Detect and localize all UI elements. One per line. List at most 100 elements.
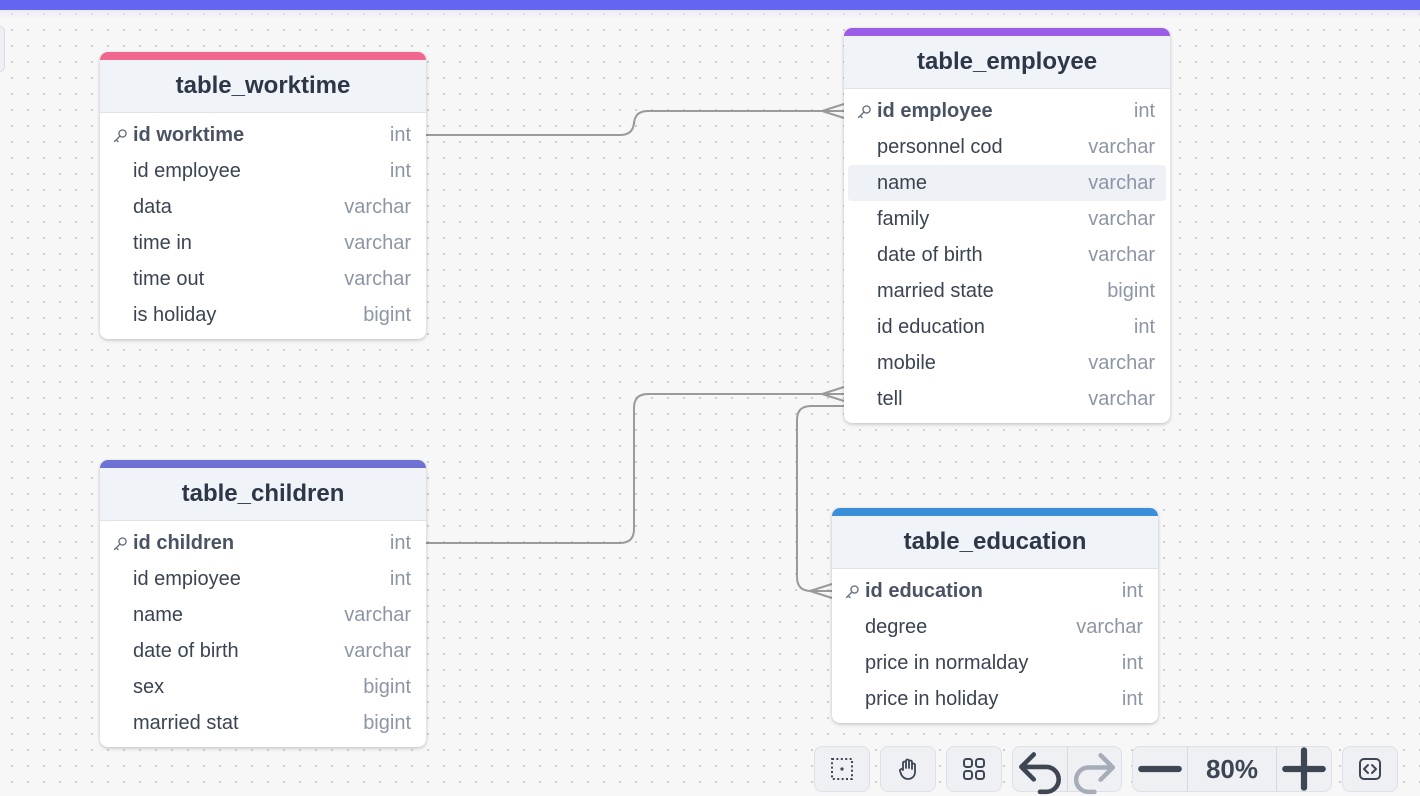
auto-arrange-button[interactable] [946, 746, 1002, 792]
field-name: date of birth [133, 639, 239, 662]
redo-icon [1073, 752, 1116, 794]
field-type: varchar [1088, 135, 1155, 158]
field-name: date of birth [877, 243, 983, 266]
hand-icon [899, 758, 916, 780]
top-accent-bar [0, 0, 1420, 10]
undo-button[interactable] [1013, 747, 1067, 795]
zoom-in-icon [1282, 747, 1326, 791]
primary-key-icon [844, 583, 860, 599]
field-type: bigint [363, 675, 411, 698]
field-type: varchar [1088, 243, 1155, 266]
field-type: int [1121, 687, 1143, 710]
table-accent-bar [832, 508, 1158, 516]
field-name: id employee [877, 99, 993, 122]
table-title: table_education [903, 528, 1087, 555]
field-name: id employee [133, 159, 241, 182]
crowfoot-education-id [806, 583, 833, 599]
primary-key-icon [856, 103, 872, 119]
side-panel-handle[interactable] [0, 26, 5, 72]
zoom-level[interactable]: 80% [1187, 747, 1276, 791]
field-type: varchar [344, 603, 411, 626]
fit-view-button[interactable] [814, 746, 870, 792]
table-row[interactable]: degree varchar [832, 609, 1158, 645]
table-row[interactable]: tell varchar [844, 381, 1170, 417]
field-name: data [133, 195, 172, 218]
redo-button[interactable] [1067, 747, 1121, 794]
field-type: int [389, 531, 411, 554]
zoom-controls: 80% [1132, 746, 1332, 792]
field-name: name [133, 603, 184, 626]
table-row[interactable]: data varchar [100, 189, 426, 225]
table-row[interactable]: married state bigint [844, 273, 1170, 309]
arrange-icon [963, 758, 985, 780]
table-row[interactable]: date of birth varchar [100, 633, 426, 669]
table-accent-bar [100, 52, 426, 60]
table-title: table_worktime [175, 72, 351, 99]
table-row[interactable]: is holiday bigint [100, 297, 426, 333]
table-accent-bar [100, 460, 426, 468]
field-name: time in [133, 231, 192, 254]
field-name: married stat [133, 711, 239, 734]
field-name: is holiday [133, 303, 217, 326]
zoom-out-button[interactable] [1133, 747, 1187, 791]
table-header[interactable]: table_worktime [100, 60, 426, 113]
field-name: degree [865, 615, 928, 638]
zoom-in-button[interactable] [1276, 747, 1331, 791]
table-header[interactable]: table_education [832, 516, 1158, 569]
pan-tool-button[interactable] [880, 746, 936, 792]
undo-icon [1019, 752, 1061, 795]
crowfoot-employee-id [818, 103, 845, 119]
table-title: table_employee [916, 48, 1098, 75]
table-row[interactable]: personnel cod varchar [844, 129, 1170, 165]
field-type: int [1121, 579, 1143, 602]
field-name: personnel cod [877, 135, 1003, 158]
code-view-button[interactable] [1342, 746, 1398, 792]
relation-children-employee [426, 393, 844, 544]
field-type: int [389, 567, 411, 590]
field-name: married state [877, 279, 994, 302]
field-type: varchar [344, 267, 411, 290]
field-type: bigint [363, 303, 411, 326]
field-name: tell [877, 387, 903, 410]
field-type: varchar [344, 639, 411, 662]
field-type: varchar [1076, 615, 1143, 638]
field-type: varchar [344, 195, 411, 218]
field-type: bigint [363, 711, 411, 734]
field-type: varchar [1088, 387, 1155, 410]
table-row[interactable]: date of birth varchar [844, 237, 1170, 273]
table-row[interactable]: married stat bigint [100, 705, 426, 741]
field-type: int [1133, 315, 1155, 338]
table-header[interactable]: table_employee [844, 36, 1170, 89]
field-name: name [877, 171, 928, 194]
code-icon [1359, 758, 1381, 780]
history-controls [1012, 746, 1122, 795]
table-row[interactable]: name varchar [100, 597, 426, 633]
primary-key-icon [112, 535, 128, 551]
field-type: int [389, 123, 411, 146]
table-header[interactable]: table_children [100, 468, 426, 521]
field-type: varchar [1088, 351, 1155, 374]
field-type: bigint [1107, 279, 1155, 302]
